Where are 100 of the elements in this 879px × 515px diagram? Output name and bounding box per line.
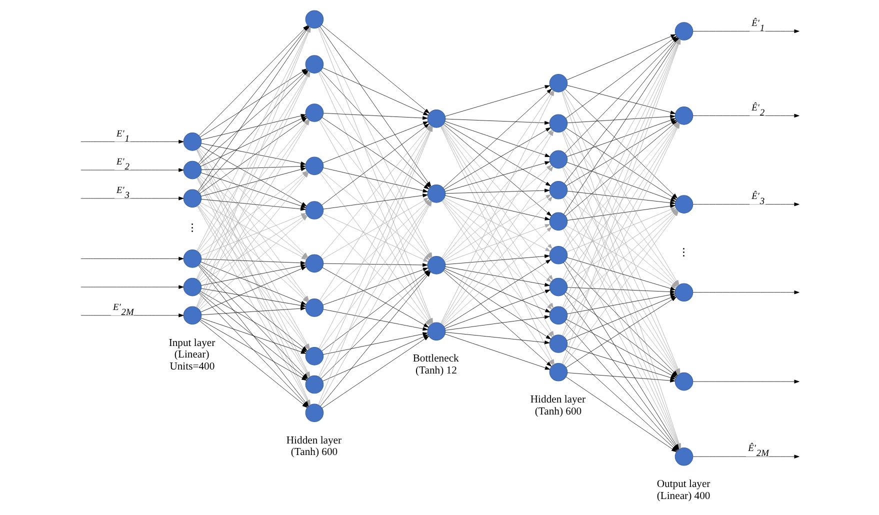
arrow: [444, 194, 550, 261]
arrow: [200, 114, 306, 140]
arrow: [444, 118, 550, 125]
arrow: [692, 29, 799, 34]
node-circle: [304, 10, 324, 29]
arrow: [200, 143, 306, 166]
label: Input layer (Linear) Units=400: [168, 338, 215, 372]
arrow: [321, 117, 429, 190]
arrow: [442, 164, 552, 260]
arrow: [322, 214, 428, 262]
label: Hidden layer (Tanh) 600: [286, 435, 342, 458]
node-circle: [304, 254, 324, 273]
node-circle: [182, 189, 202, 208]
node-circle: [304, 156, 324, 176]
arrow: [321, 336, 429, 408]
label: ⋮: [678, 247, 690, 258]
arrow: [441, 166, 553, 324]
arrow: [566, 292, 675, 314]
node-circle: [304, 104, 324, 122]
node-circle: [548, 150, 568, 169]
node-circle: [304, 298, 324, 317]
arrow: [565, 128, 676, 200]
arrow: [80, 140, 184, 144]
arrow: [441, 125, 553, 280]
arrow: [200, 168, 306, 196]
arrow: [565, 296, 676, 368]
node-circle: [426, 110, 446, 128]
node-circle: [304, 347, 324, 366]
node-circle: [674, 195, 693, 214]
arrow: [322, 68, 428, 116]
arrow: [322, 334, 428, 382]
arrow: [566, 190, 675, 205]
arrow: [566, 85, 676, 114]
arrow: [80, 285, 184, 289]
arrow: [444, 332, 550, 344]
arrow: [566, 287, 675, 294]
arrow: [322, 263, 428, 267]
label: ⋮: [186, 223, 198, 234]
node-circle: [548, 306, 568, 325]
node-circle: [674, 22, 693, 40]
arrow: [322, 332, 428, 355]
arrow: [442, 124, 552, 216]
arrow: [692, 290, 799, 294]
arrow: [566, 372, 675, 382]
arrow: [444, 315, 550, 330]
arrow: [566, 162, 676, 202]
arrow: [443, 270, 551, 340]
node-circle: [182, 278, 202, 296]
node-circle: [182, 132, 202, 151]
arrow: [692, 114, 799, 118]
arrow: [200, 306, 306, 316]
arrow: [80, 168, 184, 172]
arrow: [322, 168, 428, 193]
arrow: [444, 188, 550, 194]
node-circle: [426, 256, 446, 274]
node-circle: [182, 250, 202, 268]
arrow: [322, 309, 428, 331]
node-circle: [304, 404, 324, 422]
label: Bottleneck (Tanh) 12: [412, 354, 458, 377]
arrow: [566, 225, 676, 288]
arrow: [200, 264, 306, 286]
node-circle: [674, 372, 693, 391]
node-circle: [182, 160, 202, 180]
arrow: [444, 85, 550, 116]
arrow: [322, 112, 428, 120]
arrow: [200, 266, 306, 312]
arrow: [692, 380, 799, 384]
arrow: [322, 198, 428, 260]
arrow: [444, 268, 550, 312]
node-circle: [548, 362, 568, 382]
arrow: [321, 124, 429, 206]
arrow: [322, 194, 428, 210]
arrow: [444, 195, 550, 220]
arrow: [444, 259, 550, 328]
node-circle: [548, 246, 568, 264]
arrow: [444, 334, 550, 370]
node-circle: [304, 375, 324, 394]
node-circle: [548, 212, 568, 231]
arrow: [444, 224, 550, 263]
arrow: [442, 200, 552, 310]
arrow: [444, 161, 550, 192]
arrow: [692, 202, 799, 206]
arrow: [80, 256, 184, 261]
arrow: [444, 254, 550, 265]
arrow: [444, 266, 550, 287]
arrow: [692, 454, 799, 458]
arrow: [80, 314, 184, 318]
node-circle: [548, 74, 568, 92]
node-circle: [304, 201, 324, 220]
label: Hidden layer (Tanh) 600: [530, 394, 586, 418]
arrow: [566, 295, 676, 341]
node-circle: [674, 106, 693, 125]
arrow: [322, 122, 428, 164]
arrow: [444, 197, 550, 252]
arrow: [200, 288, 306, 308]
arrow: [200, 172, 306, 208]
node-circle: [426, 322, 446, 340]
arrow: [200, 164, 306, 170]
arrow: [566, 34, 676, 80]
arrow: [566, 257, 676, 290]
